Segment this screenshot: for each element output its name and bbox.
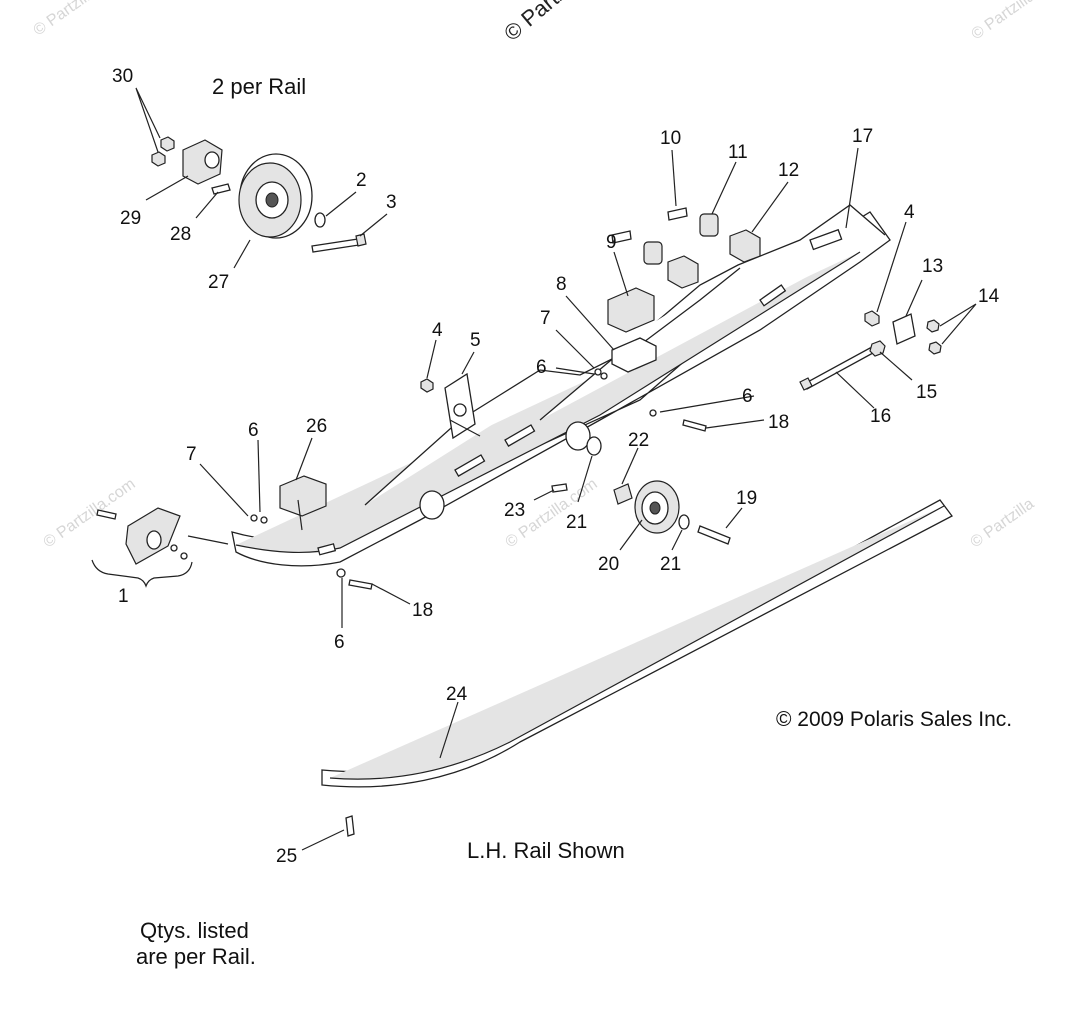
watermark-top-left: © Partzilla xyxy=(31,0,101,39)
callout-18-bottom: 18 xyxy=(412,600,433,621)
callout-25: 25 xyxy=(276,846,297,867)
note-qty-line2: are per Rail. xyxy=(136,944,256,969)
callout-26: 26 xyxy=(306,416,327,437)
callout-29: 29 xyxy=(120,208,141,229)
callout-1: 1 xyxy=(118,586,129,607)
callout-20: 20 xyxy=(598,554,619,575)
callout-11: 11 xyxy=(728,142,748,163)
bogie-wheel-assembly xyxy=(551,436,731,545)
copyright-note: © 2009 Polaris Sales Inc. xyxy=(776,708,1012,731)
callout-23: 23 xyxy=(504,500,525,521)
idler-wheel-assembly xyxy=(151,136,367,253)
callout-8: 8 xyxy=(556,274,567,295)
callout-6: 6 xyxy=(536,357,547,378)
callout-30: 30 xyxy=(112,66,133,87)
callout-2: 2 xyxy=(356,170,367,191)
front-end-cap-assembly xyxy=(91,507,193,588)
callout-4: 4 xyxy=(432,320,443,341)
callout-16: 16 xyxy=(870,406,891,427)
callout-5: 5 xyxy=(470,330,481,351)
callout-10: 10 xyxy=(660,128,681,149)
callout-3: 3 xyxy=(386,192,397,213)
note-qty-line1: Qtys. listed xyxy=(140,918,249,943)
callout-6-mid: 6 xyxy=(742,386,753,407)
watermark-top-right: © Partzilla xyxy=(969,0,1039,43)
callout-numbers: 30 29 28 27 2 3 10 11 12 17 9 8 7 6 4 5 … xyxy=(112,66,1000,867)
leader-lines xyxy=(135,87,977,851)
note-per-rail: 2 per Rail xyxy=(212,74,306,99)
callout-6-bottom: 6 xyxy=(334,632,345,653)
callout-21-outer: 21 xyxy=(660,554,681,575)
watermark-mid-right: © Partzilla xyxy=(968,495,1038,551)
callout-27: 27 xyxy=(208,272,229,293)
callout-14: 14 xyxy=(978,286,1000,307)
callout-6-front: 6 xyxy=(248,420,259,441)
callout-19: 19 xyxy=(736,488,757,509)
callout-9: 9 xyxy=(606,232,617,253)
callout-13: 13 xyxy=(922,256,943,277)
callout-21: 21 xyxy=(566,512,587,533)
callout-24: 24 xyxy=(446,684,468,705)
callout-7: 7 xyxy=(540,308,551,329)
callout-22: 22 xyxy=(628,430,649,451)
callout-7-front: 7 xyxy=(186,444,197,465)
callout-17: 17 xyxy=(852,126,873,147)
watermark-mid-left: © Partzilla.com xyxy=(41,476,139,552)
wear-strip-assembly xyxy=(321,499,953,837)
watermark-top-center: © Partzilla xyxy=(499,0,593,46)
note-rail-shown: L.H. Rail Shown xyxy=(467,838,625,863)
callout-15: 15 xyxy=(916,382,937,403)
callout-12: 12 xyxy=(778,160,799,181)
callout-28: 28 xyxy=(170,224,191,245)
callout-4-rear: 4 xyxy=(904,202,915,223)
callout-18: 18 xyxy=(768,412,789,433)
rail-frame xyxy=(231,204,942,590)
